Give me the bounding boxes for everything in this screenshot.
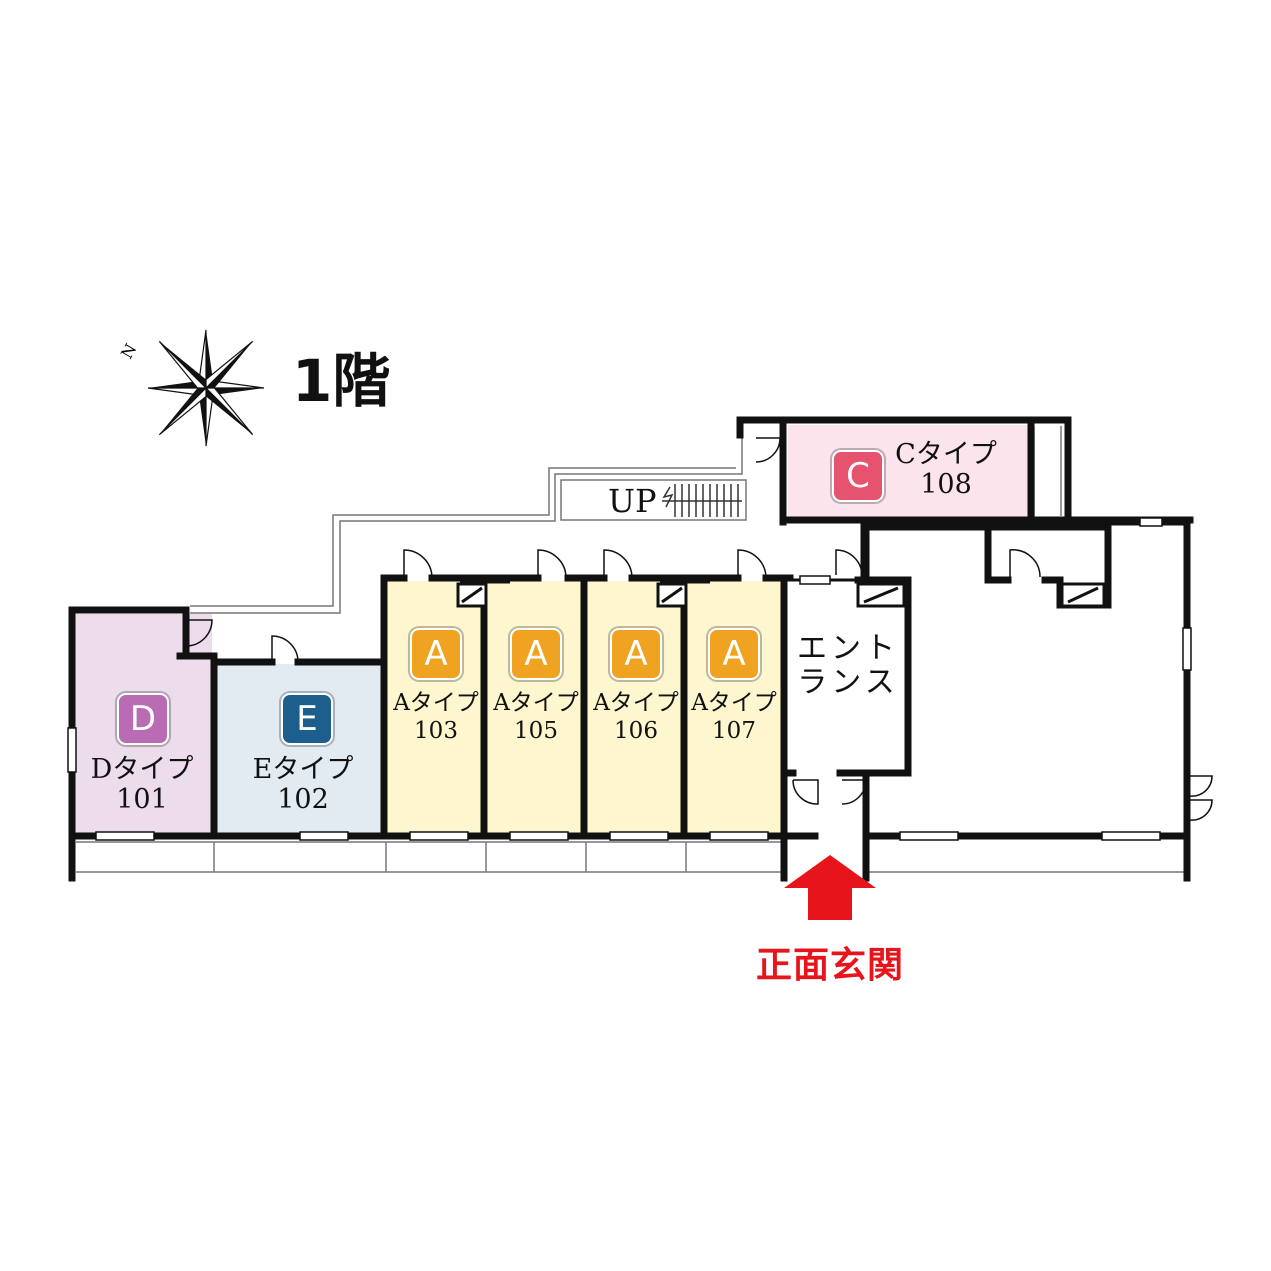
lobby-label: エント ランス [797,632,899,700]
room-fill-102 [214,664,384,833]
room-number-101: 101 [116,784,168,815]
room-number-108: 108 [920,469,972,500]
room-fill-103 [388,581,485,833]
room-label-108[interactable]: Cタイプ 108 [890,440,1002,500]
room-type-105: Aタイプ [493,690,579,716]
room-fill-105 [488,581,585,833]
room-number-107: 107 [712,718,756,744]
stair-treads [662,484,742,517]
room-type-102: Eタイプ [252,754,354,785]
room-number-106: 106 [614,718,658,744]
room-type-101: Dタイプ [90,754,194,785]
room-type-badge-103: A [410,628,462,680]
stairs-up-label: UP [608,482,657,520]
room-label-106[interactable]: Aタイプ 106 [586,689,686,745]
room-type-badge-102: E [281,693,333,745]
room-type-106: Aタイプ [593,690,679,716]
doors [185,437,1213,821]
floor-title: 1階 [292,347,391,415]
room-type-103: Aタイプ [393,690,479,716]
room-label-103[interactable]: Aタイプ 103 [386,689,486,745]
room-fill-107 [688,581,781,833]
room-number-103: 103 [414,718,458,744]
thin-outlines [76,426,1185,873]
room-type-badge-106: A [610,628,662,680]
room-fill-108 [788,425,1033,519]
room-type-107: Aタイプ [691,690,777,716]
lobby-label-line1: エント [797,631,899,666]
room-type-108: Cタイプ [895,439,997,470]
front-entrance-label: 正面玄関 [756,945,905,986]
room-type-badge-108: C [832,450,884,502]
windows [67,517,1192,841]
room-label-102[interactable]: Eタイプ 102 [238,755,368,815]
compass-north-letter: N [117,340,140,362]
room-type-badge-101: D [117,693,169,745]
room-label-107[interactable]: Aタイプ 107 [684,689,784,745]
room-label-105[interactable]: Aタイプ 105 [486,689,586,745]
room-number-105: 105 [514,718,558,744]
closets [456,582,1106,608]
room-type-badge-105: A [510,628,562,680]
compass-rose-icon: N [117,329,265,447]
room-fill-106 [588,581,685,833]
room-type-badge-107: A [708,628,760,680]
room-label-101[interactable]: Dタイプ 101 [82,755,202,815]
lobby-label-line2: ランス [797,665,899,700]
room-number-102: 102 [277,784,329,815]
entrance-arrow-icon [784,855,876,920]
